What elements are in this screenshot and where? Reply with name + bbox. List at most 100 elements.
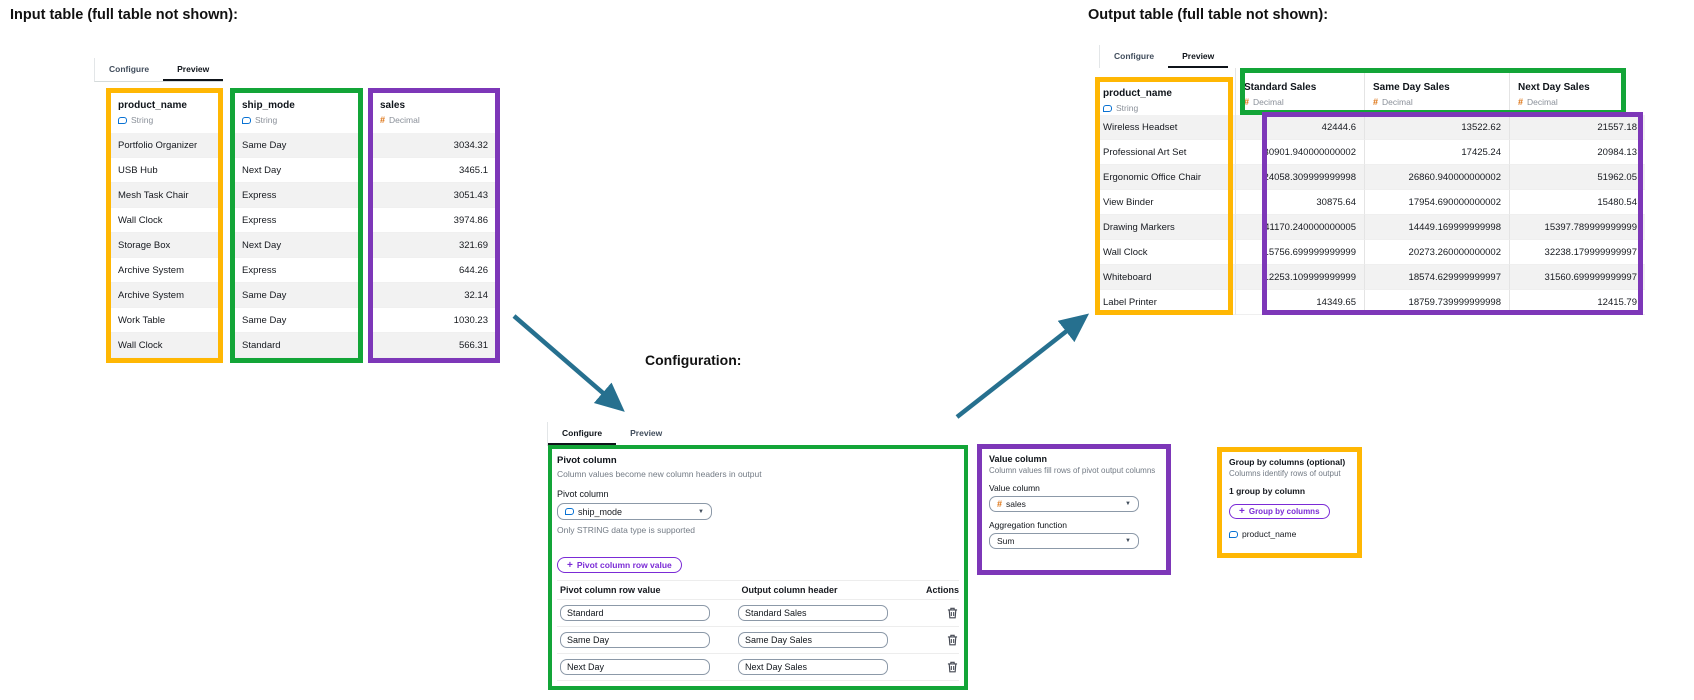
output-column-header-input[interactable] <box>738 632 888 648</box>
output-table-cell: 12253.109999999999 <box>1236 265 1365 290</box>
column-name: product_name <box>118 100 187 111</box>
groupby-column-item: product_name <box>1229 529 1350 539</box>
input-table-cell: Next Day <box>235 158 358 183</box>
group-by-columns-section: Group by columns (optional) Columns iden… <box>1217 447 1362 558</box>
value-column-field-label: Value column <box>989 483 1040 493</box>
input-table-cell: 1030.23 <box>373 308 495 333</box>
output-table-cell: 14449.169999999998 <box>1365 215 1510 240</box>
aggregation-function-select[interactable]: Sum ▼ <box>989 533 1139 549</box>
input-table-cell: Same Day <box>235 133 358 158</box>
column-type-label: String <box>1116 103 1139 113</box>
tab-preview[interactable]: Preview <box>630 428 663 438</box>
output-table-cell: 42444.6 <box>1236 115 1365 140</box>
configuration-title: Configuration: <box>645 352 742 368</box>
pivot-row-value-input[interactable] <box>560 605 710 621</box>
trash-icon <box>947 634 958 646</box>
pivot-column-selected-value: ship_mode <box>578 506 623 517</box>
output-table-cell: 15756.699999999999 <box>1236 240 1365 265</box>
column-header-standard-sales: Standard Sales #Decimal <box>1236 68 1365 115</box>
mapping-header-row-value: Pivot column row value <box>560 585 661 595</box>
input-table-cell: Same Day <box>235 308 358 333</box>
output-table-title: Output table (full table not shown): <box>1088 7 1329 23</box>
tab-configure[interactable]: Configure <box>1114 51 1155 61</box>
pivot-row-value-input[interactable] <box>560 632 710 648</box>
mapping-header-output-column: Output column header <box>741 585 838 595</box>
input-table-cell: Portfolio Organizer <box>111 133 218 158</box>
output-table-cell: 30901.940000000002 <box>1236 140 1365 165</box>
output-table-cell: Whiteboard <box>1095 265 1236 290</box>
output-table-cell: 18574.629999999997 <box>1365 265 1510 290</box>
output-table-cell: 41170.240000000005 <box>1236 215 1365 240</box>
column-type-label: Decimal <box>1382 97 1413 107</box>
input-table-cell: 566.31 <box>373 333 495 358</box>
column-header-product-name: product_name String <box>111 93 218 133</box>
output-table-cell: 24058.309999999998 <box>1236 165 1365 190</box>
decimal-type-icon: # <box>380 114 386 125</box>
output-column-header-input[interactable] <box>738 605 888 621</box>
groupby-column-name: product_name <box>1242 529 1297 539</box>
output-table-cell: 18759.739999999998 <box>1365 290 1510 315</box>
input-table-cell: Express <box>235 208 358 233</box>
delete-row-button[interactable] <box>946 633 959 647</box>
string-type-icon <box>1229 530 1238 538</box>
string-type-icon <box>242 116 251 124</box>
output-table-tabs: Configure Preview <box>1099 45 1229 69</box>
output-table-cell: Professional Art Set <box>1095 140 1236 165</box>
output-table-cell: View Binder <box>1095 190 1236 215</box>
column-name: Standard Sales <box>1244 82 1317 93</box>
aggregation-function-label: Aggregation function <box>989 520 1067 530</box>
pivot-row-value-input[interactable] <box>560 659 710 675</box>
delete-row-button[interactable] <box>946 606 959 620</box>
groupby-section-heading: Group by columns (optional) <box>1229 457 1346 467</box>
mapping-row <box>557 600 959 627</box>
string-type-icon <box>565 508 574 515</box>
tab-configure[interactable]: Configure <box>109 64 150 74</box>
add-group-by-columns-button[interactable]: + Group by columns <box>1229 504 1330 519</box>
output-table-cell: Drawing Markers <box>1095 215 1236 240</box>
decimal-type-icon: # <box>1373 96 1379 107</box>
output-table-cell: 31560.699999999997 <box>1510 265 1645 290</box>
delete-row-button[interactable] <box>946 660 959 674</box>
output-table-cell: 15480.54 <box>1510 190 1645 215</box>
aggregation-selected-value: Sum <box>997 536 1015 546</box>
input-table-cell: Archive System <box>111 258 218 283</box>
output-table-cell: Wall Clock <box>1095 240 1236 265</box>
tab-preview[interactable]: Preview <box>1168 45 1229 68</box>
trash-icon <box>947 661 958 673</box>
output-table-cell: 20984.13 <box>1510 140 1645 165</box>
output-table-panel: Configure Preview product_name String St… <box>1095 45 1675 320</box>
add-group-by-columns-label: Group by columns <box>1248 507 1320 516</box>
output-table-cell: 17425.24 <box>1365 140 1510 165</box>
column-header-same-day-sales: Same Day Sales #Decimal <box>1365 68 1510 115</box>
add-pivot-row-value-label: Pivot column row value <box>576 560 672 570</box>
column-header-sales: sales #Decimal <box>373 93 495 133</box>
plus-icon: + <box>1239 506 1245 517</box>
output-table-cell: 32238.179999999997 <box>1510 240 1645 265</box>
tab-configure[interactable]: Configure <box>548 422 617 445</box>
mapping-rows <box>557 600 959 681</box>
input-table-cell: 644.26 <box>373 258 495 283</box>
trash-icon <box>947 607 958 619</box>
chevron-down-icon: ▼ <box>698 508 704 515</box>
output-table-cell: Ergonomic Office Chair <box>1095 165 1236 190</box>
output-column-header-input[interactable] <box>738 659 888 675</box>
input-table-cell: 321.69 <box>373 233 495 258</box>
value-column-select[interactable]: # sales ▼ <box>989 496 1139 512</box>
column-name: Next Day Sales <box>1518 82 1590 93</box>
pivot-column-select[interactable]: ship_mode ▼ <box>557 503 712 520</box>
mapping-row <box>557 654 959 681</box>
output-table-cell: 14349.65 <box>1236 290 1365 315</box>
tab-preview[interactable]: Preview <box>163 58 224 81</box>
output-table-cell: 13522.62 <box>1365 115 1510 140</box>
pivot-section-description: Column values become new column headers … <box>557 469 762 479</box>
output-table-grid: product_name String Standard Sales #Deci… <box>1095 68 1645 315</box>
add-pivot-row-value-button[interactable]: + Pivot column row value <box>557 557 682 573</box>
input-table-cell: 32.14 <box>373 283 495 308</box>
column-header-ship-mode: ship_mode String <box>235 93 358 133</box>
input-table-cell: Wall Clock <box>111 208 218 233</box>
